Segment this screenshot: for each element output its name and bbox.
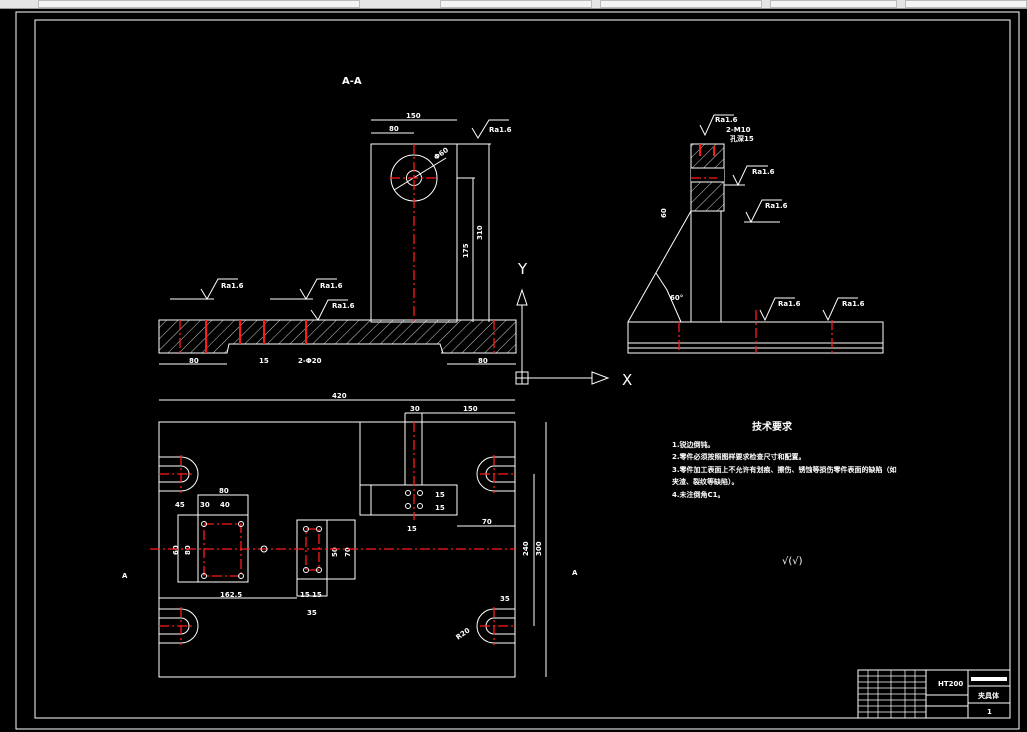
dim-text: 35 (307, 609, 317, 617)
section-label: A-A (342, 76, 362, 87)
side-view: 60° 60 Ra1.6 Ra1.6 Ra1.6 Ra1.6 Ra1.6 2-M… (627, 114, 884, 354)
dim-text: 70 (344, 547, 352, 557)
dim-text: 15 (435, 504, 445, 512)
dim-text: 60 (172, 545, 180, 555)
roughness-label: Ra1.6 (320, 282, 343, 290)
roughness-label: Ra1.6 (765, 202, 788, 210)
dim-text: 15 (300, 591, 310, 599)
toolbar-field[interactable] (440, 0, 592, 8)
dim-text: 50 (331, 547, 339, 557)
dim-text: 80 (184, 545, 192, 555)
roughness-label: Ra1.6 (489, 126, 512, 134)
dim-text: 2-Φ20 (298, 357, 322, 365)
dim-text: 240 (522, 541, 530, 556)
cad-toolbar-strip (0, 0, 1027, 9)
technical-requirements: 技术要求 1.锐边倒钝。 2.零件必须按照图样要求检查尺寸和配置。 3.零件加工… (672, 420, 897, 567)
title-block: HT200 夹具体 1 (857, 669, 1011, 719)
dim-text: 70 (482, 518, 492, 526)
roughness-label: Ra1.6 (842, 300, 865, 308)
toolbar-field[interactable] (38, 0, 360, 8)
tech-item: 4.未注倒角C1。 (672, 490, 725, 499)
roughness-label: Ra1.6 (332, 302, 355, 310)
tech-title: 技术要求 (752, 420, 793, 433)
roughness-label: Ra1.6 (221, 282, 244, 290)
angle-label: 60° (670, 294, 683, 302)
dim-text: 35 (500, 595, 510, 603)
dim-text: 60 (660, 208, 668, 218)
dim-text: 80 (478, 357, 488, 365)
outer-frame (15, 11, 1020, 730)
dim-text: 175 (462, 243, 470, 258)
tech-item: 夹渣、裂纹等缺陷）。 (672, 477, 739, 486)
roughness-label: Ra1.6 (715, 116, 738, 124)
dim-text: 310 (476, 225, 484, 240)
section-view: A-A 150 80 310 175 Φ60 80 80 15 2-Φ20 (158, 76, 517, 365)
dim-text: 15 (259, 357, 269, 365)
sheet-number: 1 (987, 708, 992, 716)
dim-text: 420 (332, 392, 347, 400)
dim-text: 162.5 (220, 591, 242, 599)
tech-item: 1.锐边倒钝。 (672, 440, 715, 449)
note-text: 2-M10 (726, 126, 751, 134)
roughness-label: Ra1.6 (778, 300, 801, 308)
x-axis-label: X (622, 371, 632, 389)
dim-text: 30 (200, 501, 210, 509)
note-text: 孔深15 (730, 134, 754, 143)
section-mark: A (572, 569, 578, 577)
ucs-icon: Y X (515, 260, 632, 389)
dim-text: 150 (463, 405, 478, 413)
dim-text: 15 (312, 591, 322, 599)
part-name: 夹具体 (978, 691, 1000, 700)
dim-text: 80 (219, 487, 229, 495)
tech-item: 2.零件必须按照图样要求检查尺寸和配置。 (672, 452, 806, 461)
dim-text: 15 (435, 491, 445, 499)
dim-text: Φ60 (433, 146, 451, 162)
dim-text: 30 (410, 405, 420, 413)
dim-text: 300 (535, 541, 543, 556)
dim-text: 80 (189, 357, 199, 365)
tech-item: 3.零件加工表面上不允许有划痕、擦伤、锈蚀等损伤零件表面的缺陷（如 (672, 465, 897, 474)
plan-view: 420 150 30 70 15 80 45 30 40 (122, 392, 578, 678)
inner-frame (34, 19, 1011, 719)
dim-text: 15 (407, 525, 417, 533)
material-text: HT200 (938, 680, 963, 688)
dim-text: 40 (220, 501, 230, 509)
dim-text: 45 (175, 501, 185, 509)
dim-text: 80 (389, 125, 399, 133)
toolbar-field[interactable] (600, 0, 762, 8)
dim-text: R20 (455, 626, 472, 641)
roughness-note: √(√) (782, 556, 803, 567)
y-axis-label: Y (517, 260, 528, 278)
toolbar-field[interactable] (770, 0, 897, 8)
section-mark: A (122, 572, 128, 580)
roughness-label: Ra1.6 (752, 168, 775, 176)
u-slot (159, 456, 515, 644)
dim-text: 150 (406, 112, 421, 120)
